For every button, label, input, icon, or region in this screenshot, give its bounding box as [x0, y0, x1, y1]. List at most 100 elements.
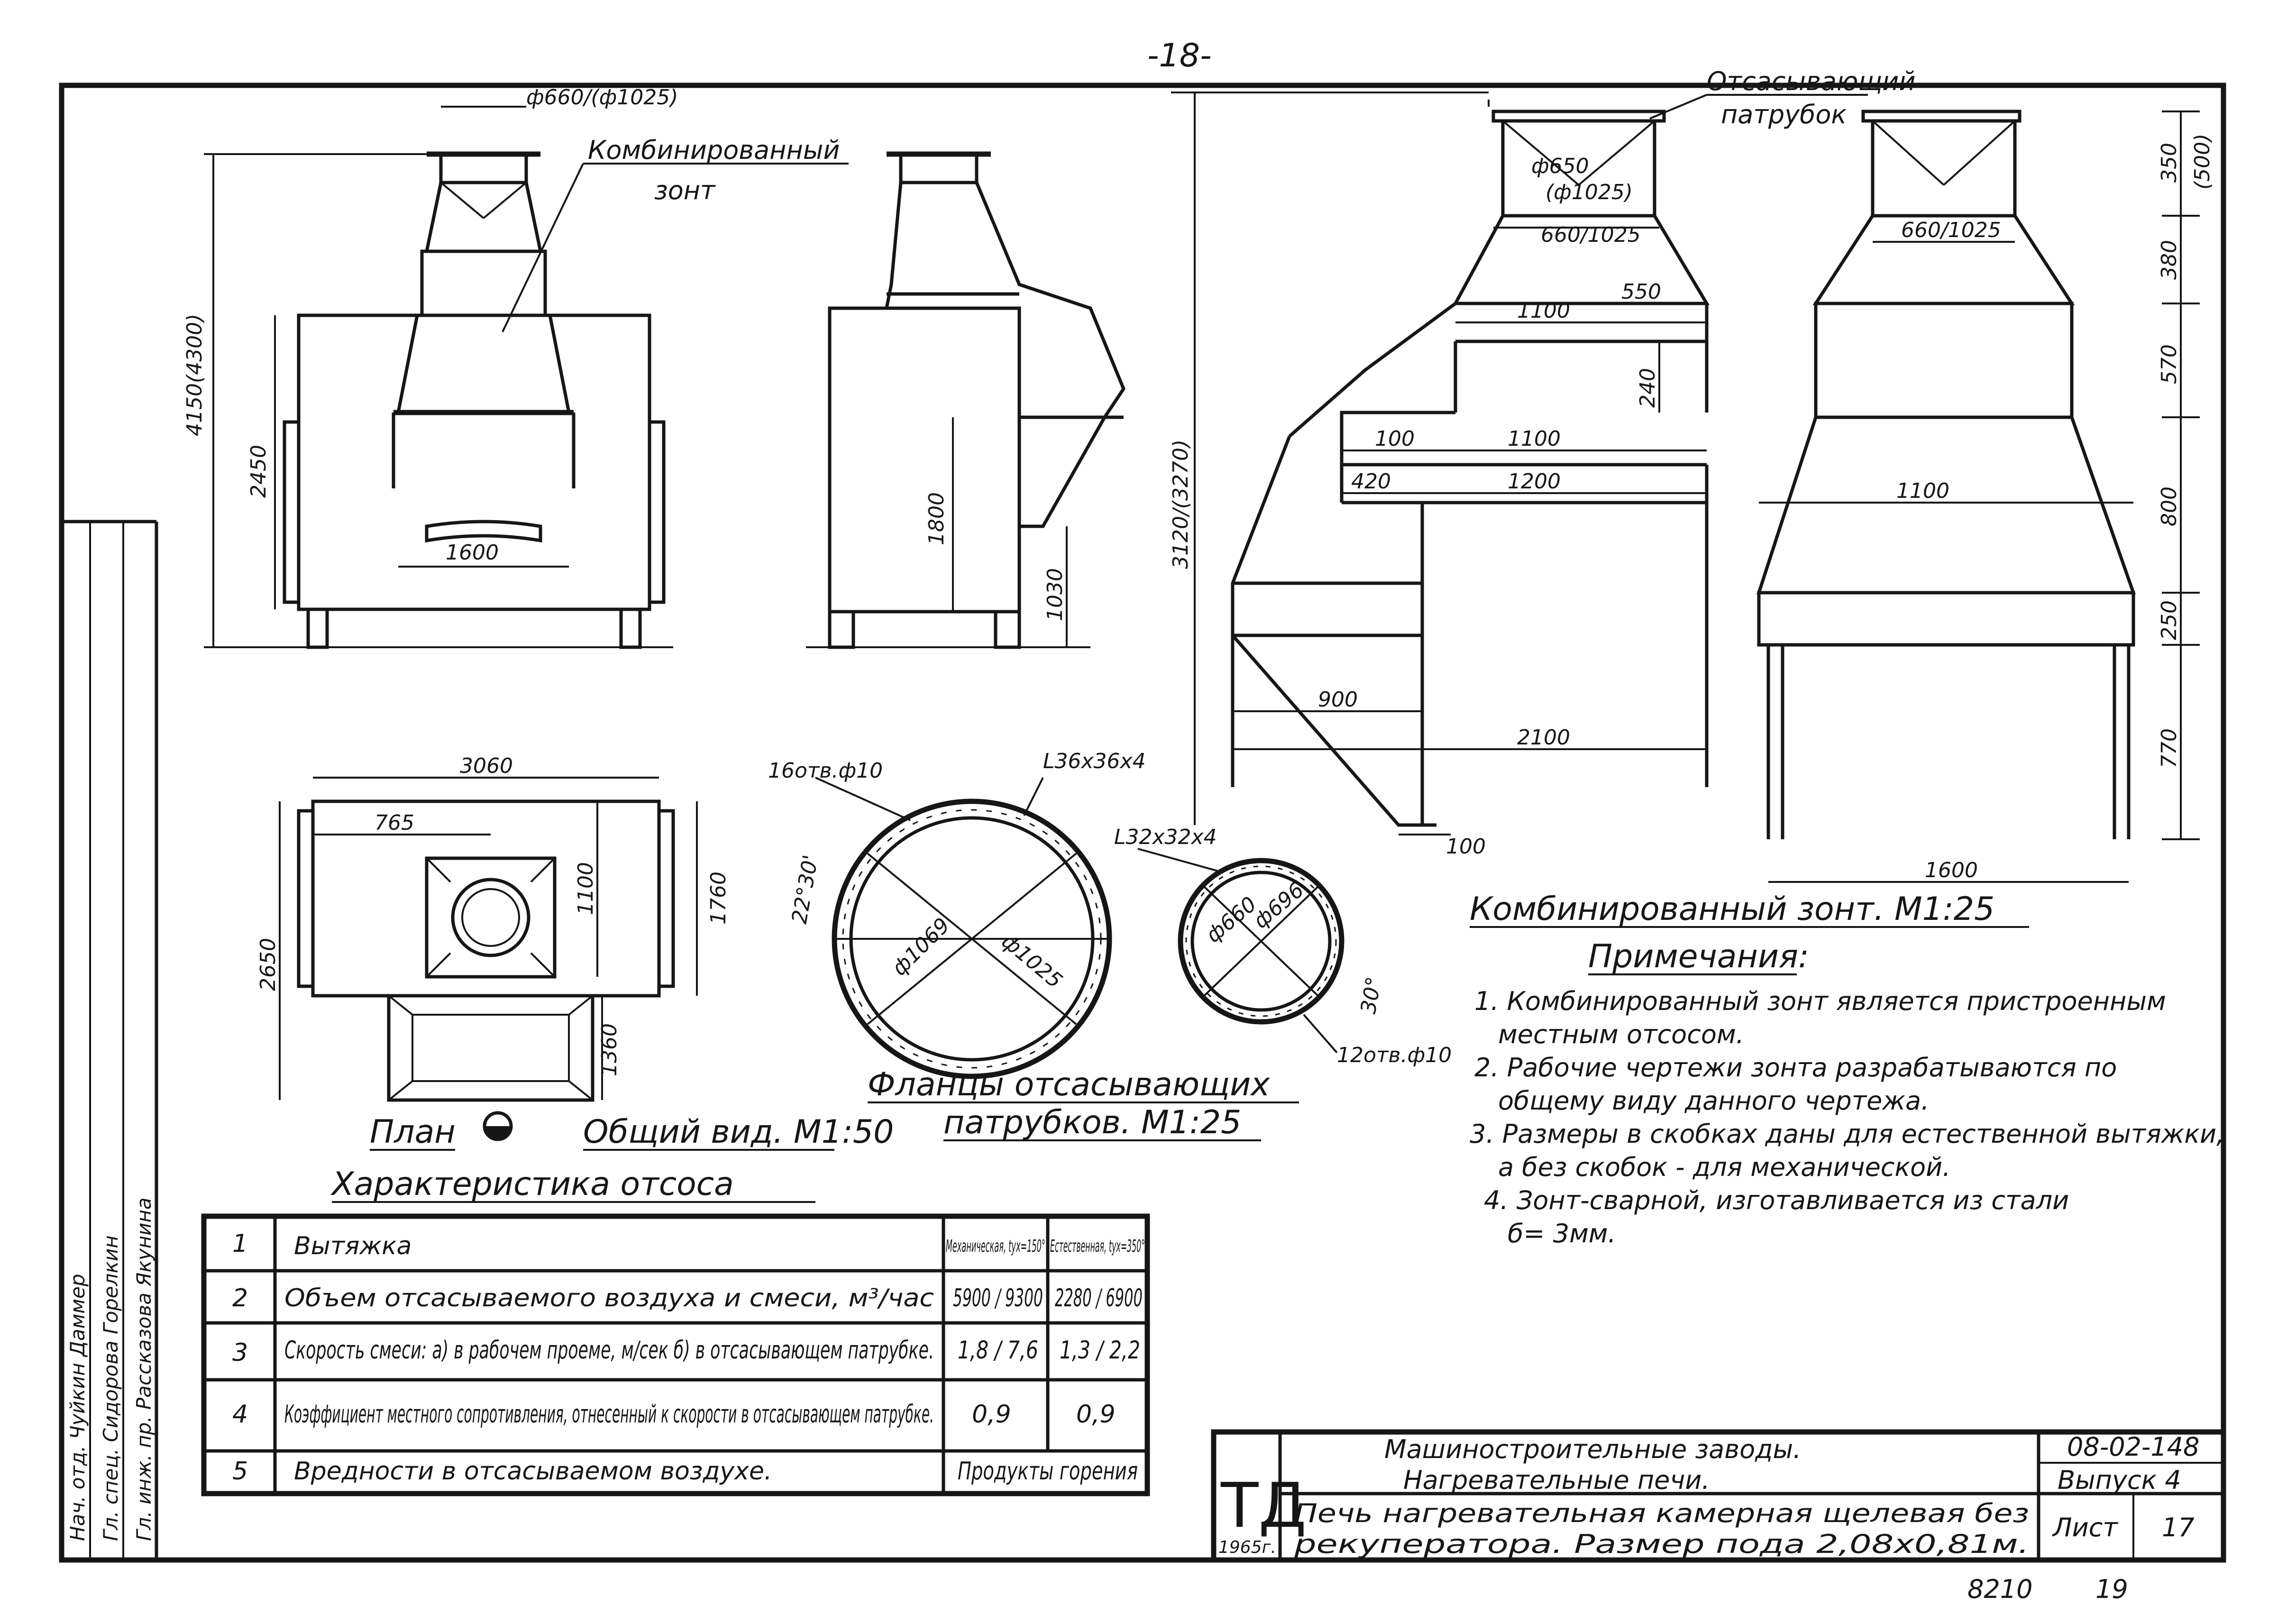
dim-hood-1600: 1600	[1925, 858, 1978, 882]
dim-hood-240: 240	[1636, 368, 1660, 408]
dim-hood-660-b: 660/1025	[1901, 218, 2001, 242]
dim-plan-1360: 1360	[597, 1023, 622, 1076]
dim-hood-dia2: (ф1025)	[1546, 180, 1633, 204]
dim-right-800: 800	[2157, 486, 2181, 526]
dim-plan-3060: 3060	[460, 754, 513, 778]
dim-hood-100-a: 100	[1375, 427, 1415, 451]
dim-flange-angle-small: L32x32x4	[1114, 825, 1217, 849]
section-symbol-icon	[483, 1111, 513, 1141]
dim-flange-holes-small: 12отв.ф10	[1337, 1043, 1452, 1067]
dim-right-350: 350	[2157, 143, 2181, 183]
view-hood-title: Комбинированный зонт. М1:25	[1470, 890, 1994, 928]
stamp-line-3: Гл. инж. пр. Рассказова Якунина	[132, 1197, 156, 1541]
combined-hood-callout-2: зонт	[654, 175, 716, 205]
note-line-8: б= 3мм.	[1508, 1219, 1616, 1248]
table-cell-param: Объем отсасываемого воздуха и смеси, м³/…	[284, 1284, 934, 1312]
table-cell-mech: 5900 / 9300	[953, 1284, 1043, 1312]
note-line-3: 2. Рабочие чертежи зонта разрабатываются…	[1474, 1053, 2117, 1083]
dim-hood-660-a: 660/1025	[1541, 223, 1641, 247]
table-cell-nat: 0,9	[1076, 1400, 1116, 1429]
combined-hood-callout: Комбинированный	[588, 135, 840, 165]
title-logo: ТД	[1220, 1469, 1307, 1541]
hood-side-view: 3120/(3270) ф650 (ф1025) 660/1025 1100 5…	[1169, 66, 1916, 859]
note-line-2: местным отсосом.	[1498, 1019, 1744, 1049]
hood-front-view: 660/1025 1100 1600 350 (500) 380 570 800…	[1756, 110, 2214, 883]
title-issue: Выпуск 4	[2058, 1465, 2181, 1495]
title-sheet-num: 17	[2162, 1513, 2195, 1542]
dim-hood-1100-c: 1100	[1896, 479, 1949, 503]
dim-plan-1100: 1100	[574, 862, 598, 915]
table-row: 5 Вредности в отсасываемом воздухе. Прод…	[232, 1457, 1138, 1486]
dim-right-250: 250	[2157, 600, 2181, 640]
dim-right-770: 770	[2157, 728, 2181, 768]
dim-front-height: 4150(4300)	[183, 314, 207, 436]
table-cell-mech: Продукты горения	[958, 1457, 1138, 1486]
dim-plan-2650: 2650	[256, 938, 280, 991]
dim-front-inner-height: 2450	[247, 445, 271, 498]
bottom-right-number: 19	[2095, 1574, 2128, 1604]
plan-view: 3060 765 1100 1760 2650 1360	[256, 754, 731, 1102]
dim-hood-dia1: ф650	[1531, 154, 1589, 178]
dim-hood-550: 550	[1621, 280, 1661, 304]
page-number: -18-	[1147, 37, 1212, 74]
table-cell-nat: 2280 / 6900	[1055, 1284, 1143, 1312]
dim-front-top-dia: ф660/(ф1025)	[526, 85, 678, 110]
dim-side-low: 1030	[1043, 568, 1067, 621]
table-row: 4 Коэффициент местного сопротивления, от…	[232, 1400, 1116, 1429]
note-line-6: а без скобок - для механической.	[1498, 1152, 1950, 1182]
dim-flange-dia-inner: ф1069	[887, 913, 955, 981]
title-year: 1965г.	[1218, 1538, 1276, 1557]
title-block: ТД 1965г. Машиностроительные заводы. Наг…	[1211, 1429, 2226, 1563]
note-line-4: общему виду данного чертежа.	[1498, 1086, 1929, 1116]
view-flanges-title: Фланцы отсасывающих	[868, 1066, 1270, 1103]
front-view: 4150(4300) 2450 1600 ф660/(ф1025) Комбин…	[183, 85, 849, 649]
notes-heading: Примечания:	[1588, 938, 1809, 975]
dim-flange-small-d1: ф660	[1201, 892, 1261, 947]
dim-flange-angle-big: L36x36x4	[1043, 749, 1146, 773]
flange-small: ф660 ф696 L32x32x4 30° 12отв.ф10	[1114, 825, 1452, 1067]
title-line-4: рекуператора. Размер пода 2,08х0,81м.	[1294, 1529, 2029, 1559]
table-row: 2 Объем отсасываемого воздуха и смеси, м…	[232, 1284, 1143, 1312]
bottom-left-number: 8210	[1967, 1574, 2032, 1604]
title-line-3: Печь нагревательная камерная щелевая без	[1294, 1498, 2029, 1528]
title-line-1: Машиностроительные заводы.	[1384, 1434, 1801, 1464]
dim-plan-1760: 1760	[706, 872, 731, 925]
table-cell-param: Скорость смеси: а) в рабочем проеме, м/с…	[284, 1336, 934, 1365]
dim-right-380: 380	[2157, 240, 2181, 280]
table-cell-num: 1	[232, 1229, 248, 1258]
note-line-5: 3. Размеры в скобках даны для естественн…	[1470, 1119, 2224, 1149]
stamp-line-1: Нач. отд. Чуйкин Даммер	[66, 1274, 89, 1541]
dim-right-500: (500)	[2190, 134, 2214, 190]
table-cell-num: 4	[232, 1400, 248, 1429]
dim-side-height: 1800	[924, 492, 949, 545]
stamp-line-2: Гл. спец. Сидорова Горелкин	[99, 1235, 122, 1541]
table-cell-nat: 1,3 / 2,2	[1060, 1336, 1140, 1365]
view-flanges-title-2: патрубков. М1:25	[943, 1104, 1241, 1141]
dim-hood-1100-b: 1100	[1508, 427, 1561, 451]
table-cell-mech: 1,8 / 7,6	[958, 1336, 1038, 1365]
table-cell-num: 2	[232, 1284, 248, 1312]
table-row: 3 Скорость смеси: а) в рабочем проеме, м…	[232, 1336, 1140, 1367]
side-view: 1800 1030	[806, 151, 1125, 649]
dim-flange-holes-big: 16отв.ф10	[768, 759, 883, 783]
table-cell-num: 5	[232, 1457, 248, 1486]
flange-large: ф1069 ф1025 22°30' 16отв.ф10 L36x36x4	[768, 749, 1146, 1079]
dim-hood-2100: 2100	[1517, 725, 1570, 750]
title-sheet-label: Лист	[2052, 1513, 2118, 1542]
table-cell-nat: Естественная, tух=350°	[1050, 1237, 1145, 1256]
table-cell-param: Коэффициент местного сопротивления, отне…	[284, 1400, 934, 1429]
table-title: Характеристика отсоса	[330, 1165, 734, 1203]
dim-hood-1200: 1200	[1508, 469, 1561, 494]
side-stamp: Нач. отд. Чуйкин Даммер Гл. спец. Сидоро…	[62, 520, 158, 1560]
table-row: 1 Вытяжка Механическая, tух=150° Естеств…	[232, 1229, 1145, 1260]
dim-flange-small-deg: 30°	[1356, 975, 1387, 1016]
note-line-7: 4. Зонт-сварной, изготавливается из стал…	[1484, 1185, 2069, 1215]
dim-hood-total-height: 3120/(3270)	[1169, 440, 1193, 569]
dim-hood-900: 900	[1318, 688, 1358, 712]
table-cell-param: Вредности в отсасываемом воздухе.	[294, 1457, 772, 1486]
title-line-2: Нагревательные печи.	[1403, 1465, 1710, 1495]
title-code: 08-02-148	[2067, 1432, 2199, 1462]
dim-hood-100-b: 100	[1446, 835, 1486, 859]
table-cell-mech: Механическая, tух=150°	[946, 1237, 1045, 1256]
